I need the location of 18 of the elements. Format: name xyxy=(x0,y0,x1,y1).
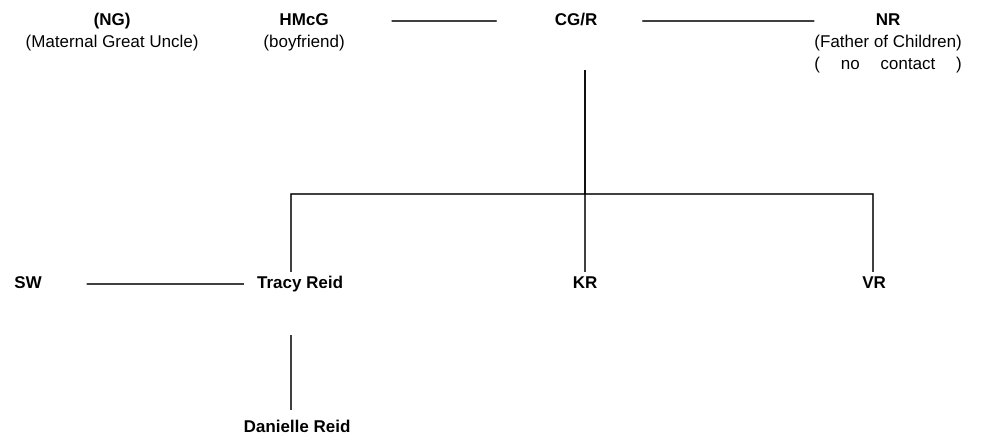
person-name: KR xyxy=(572,272,598,294)
person-name: HMcG xyxy=(279,9,329,31)
person-name: CG/R xyxy=(554,9,598,31)
person-name: Tracy Reid xyxy=(257,272,343,294)
person-name: VR xyxy=(862,272,886,294)
connector-line xyxy=(642,20,814,22)
person-name: NR xyxy=(876,9,900,31)
person-name: Danielle Reid xyxy=(244,416,350,438)
connector-line xyxy=(86,283,244,285)
connector-line xyxy=(290,335,292,410)
person-note: (Maternal Great Uncle) xyxy=(26,31,198,53)
person-note: ( no contact ) xyxy=(814,53,962,75)
person-name: (NG) xyxy=(94,9,130,31)
connector-line xyxy=(392,20,497,22)
person-note: (boyfriend) xyxy=(263,31,345,53)
connector-line xyxy=(584,70,874,272)
person-note: (Father of Children) xyxy=(814,31,962,53)
person-name: SW xyxy=(14,272,42,294)
